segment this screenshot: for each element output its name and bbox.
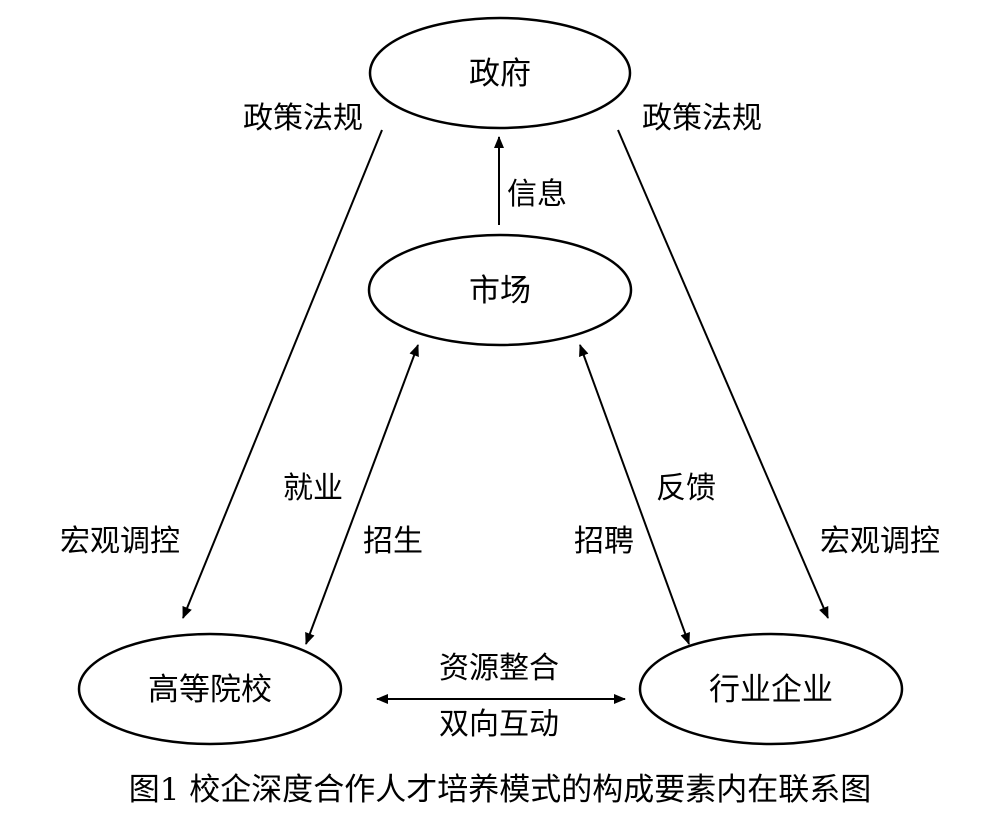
- node-enterprise-label: 行业企业: [709, 672, 833, 708]
- node-government: 政府: [368, 16, 632, 130]
- label-gov-university-policy: 政策法规: [243, 101, 363, 136]
- label-gov-enterprise-policy: 政策法规: [642, 101, 762, 136]
- label-gov-enterprise-macro: 宏观调控: [820, 524, 940, 559]
- enterprise-market-arrow: [579, 344, 690, 645]
- node-market: 市场: [367, 233, 633, 347]
- gov-to-enterprise-arrow: [617, 129, 829, 619]
- node-university-label: 高等院校: [148, 672, 272, 708]
- figure-caption: 图1 校企深度合作人才培养模式的构成要素内在联系图: [129, 772, 872, 808]
- label-employment: 就业: [283, 471, 343, 506]
- label-market-gov-info: 信息: [507, 177, 567, 212]
- label-enrollment: 招生: [363, 524, 423, 559]
- label-resource-integration: 资源整合: [439, 651, 559, 686]
- node-university: 高等院校: [77, 632, 343, 746]
- label-two-way-interaction: 双向互动: [439, 707, 559, 742]
- label-hiring: 招聘: [574, 524, 634, 559]
- university-market-arrow: [305, 344, 419, 645]
- node-market-label: 市场: [469, 273, 531, 309]
- node-government-label: 政府: [469, 56, 531, 92]
- gov-to-university-arrow: [182, 129, 383, 619]
- label-feedback: 反馈: [656, 471, 716, 506]
- node-enterprise: 行业企业: [638, 632, 904, 746]
- label-gov-university-macro: 宏观调控: [60, 524, 180, 559]
